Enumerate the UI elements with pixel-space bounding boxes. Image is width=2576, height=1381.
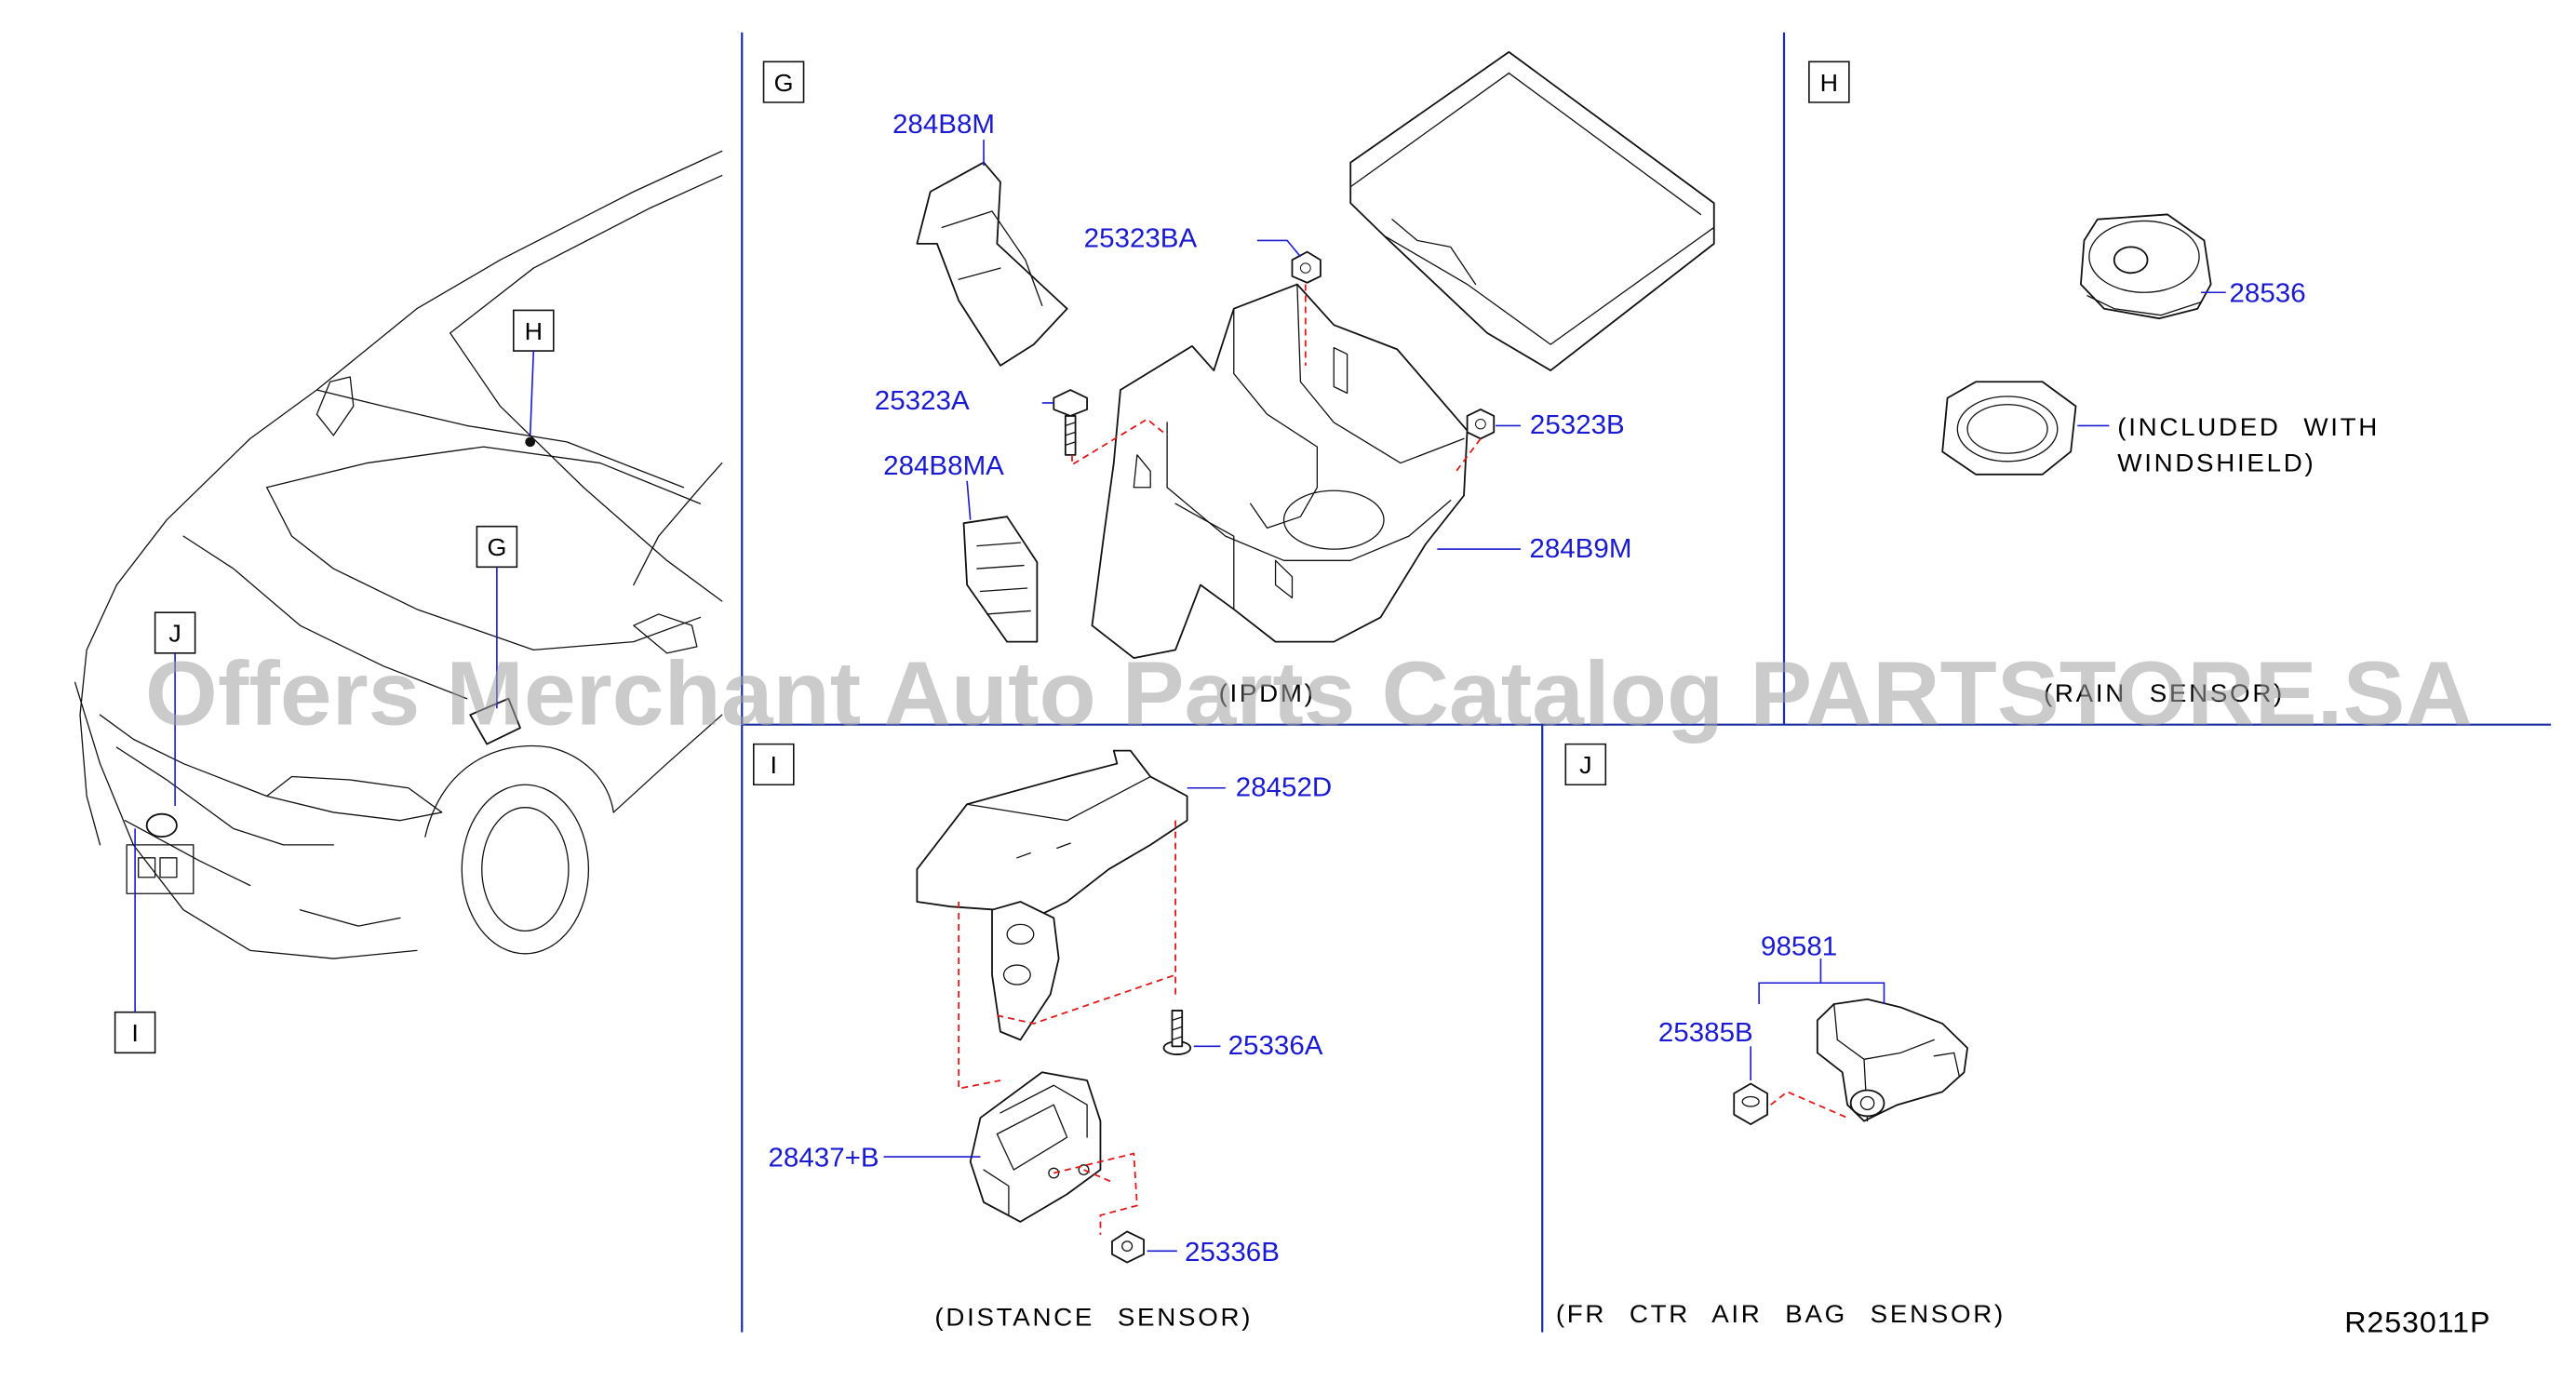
vehicle-overview xyxy=(75,151,722,959)
part-label-284b8ma: 284B8MA xyxy=(883,451,1004,481)
distance-sensor-drawing xyxy=(971,1072,1101,1222)
overview-callout-j: J xyxy=(155,612,195,806)
panel-i-letter: I xyxy=(771,751,777,779)
panel-h: H 28536 (INCLUDED WITH WINDSHIELD) (RAIN… xyxy=(1809,61,2380,708)
part-label-25323b: 25323B xyxy=(1530,410,1625,440)
nut-25323b-drawing xyxy=(1468,409,1495,438)
overview-callout-i: I xyxy=(115,828,155,1053)
windshield-note-line2: WINDSHIELD) xyxy=(2117,449,2315,477)
part-label-25336b: 25336B xyxy=(1185,1238,1280,1267)
air-bag-sensor-drawing xyxy=(1818,999,1967,1121)
overview-callout-h: H xyxy=(514,310,554,435)
part-label-25323a: 25323A xyxy=(875,386,970,416)
part-label-25323ba: 25323BA xyxy=(1084,224,1198,254)
svg-text:H: H xyxy=(525,317,543,345)
bolt-25323a-drawing xyxy=(1053,390,1087,455)
windshield-note-line1: (INCLUDED WITH xyxy=(2117,412,2380,441)
panel-i: I xyxy=(754,744,1332,1332)
part-label-284b8m: 284B8M xyxy=(892,110,995,140)
panel-g-caption: (IPDM) xyxy=(1219,679,1316,708)
ipdm-housing-drawing xyxy=(1092,285,1467,659)
part-label-25385b: 25385B xyxy=(1658,1018,1753,1048)
svg-text:G: G xyxy=(487,533,506,561)
panel-i-caption: (DISTANCE SENSOR) xyxy=(934,1303,1253,1332)
figure-reference: R253011P xyxy=(2344,1306,2490,1339)
panel-h-caption: (RAIN SENSOR) xyxy=(2044,679,2285,708)
rain-sensor-drawing xyxy=(2081,214,2211,318)
nut-25323ba-drawing xyxy=(1292,252,1320,283)
part-label-284b9m: 284B9M xyxy=(1529,534,1631,564)
panel-g: G xyxy=(764,52,1714,707)
bracket-284b8m-drawing xyxy=(917,163,1067,366)
panel-j: J 98581 25385B (FR CTR AIR BAG SENSOR) xyxy=(1556,744,2006,1328)
svg-text:I: I xyxy=(131,1019,138,1047)
part-label-28437b: 28437+B xyxy=(768,1144,879,1173)
panel-i-box xyxy=(754,744,794,785)
panel-h-box xyxy=(1809,61,1849,102)
screw-25336b-drawing xyxy=(1112,1231,1144,1262)
panel-g-letter: G xyxy=(774,69,794,97)
svg-text:J: J xyxy=(168,620,181,648)
panel-dividers xyxy=(742,33,2551,1333)
part-label-28536: 28536 xyxy=(2229,279,2305,309)
ipdm-cover-drawing xyxy=(1350,52,1714,370)
sensor-bracket-drawing xyxy=(1942,382,2075,475)
part-label-28452d: 28452D xyxy=(1236,773,1332,803)
bracket-284b8ma-drawing xyxy=(964,516,1038,641)
panel-j-caption: (FR CTR AIR BAG SENSOR) xyxy=(1556,1299,2006,1328)
panel-j-letter: J xyxy=(1579,751,1591,779)
overview-callout-g: G xyxy=(476,527,517,709)
panel-j-box xyxy=(1565,744,1605,785)
bracket-28452d-drawing xyxy=(917,751,1187,1040)
watermark-text: Offers Merchant Auto Parts Catalog PARTS… xyxy=(145,642,2473,744)
panel-g-box xyxy=(764,61,804,102)
part-label-25336a: 25336A xyxy=(1228,1031,1323,1061)
screw-25336a-drawing xyxy=(1164,1011,1191,1054)
nut-25385b-drawing xyxy=(1734,1084,1767,1125)
panel-h-letter: H xyxy=(1820,69,1838,97)
part-label-98581: 98581 xyxy=(1761,932,1837,962)
